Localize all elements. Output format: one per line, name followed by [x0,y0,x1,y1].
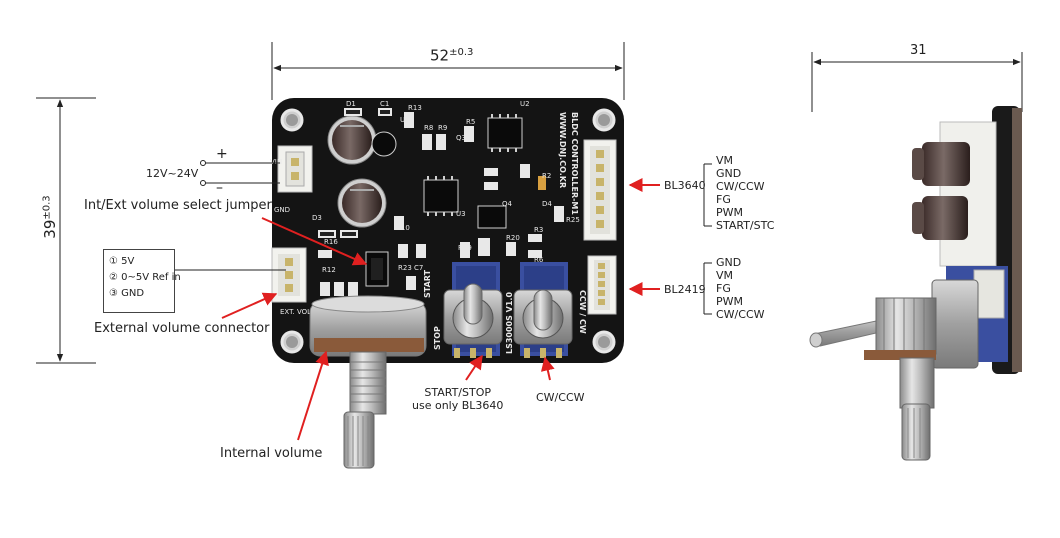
jumper-block [365,251,389,287]
svg-text:R13: R13 [408,104,422,112]
bl2419-pin-5: CW/CCW [716,308,765,321]
bl3640-pin-2: GND [716,167,742,180]
svg-text:D4: D4 [542,200,552,208]
bl3640-name: BL3640 [664,179,706,192]
svg-text:R10: R10 [396,224,410,232]
callout-arrows [221,178,660,441]
svg-text:R19: R19 [458,244,472,252]
width-dimension-label: 52±0.3 [430,46,473,63]
potentiometer [309,295,427,469]
power-minus-label: – [216,180,223,196]
power-voltage-label: 12V~24V [146,167,199,180]
start-stop-callout: START/STOP use only BL3640 [412,386,503,412]
svg-text:D3: D3 [312,214,322,222]
svg-text:Q4: Q4 [502,200,513,208]
start-stop-line-2: use only BL3640 [412,399,504,412]
height-dimension-label: 39±0.3 [41,179,59,255]
svg-text:LS3000S V1.0: LS3000S V1.0 [505,292,514,354]
bl3640-pin-6: START/STC [716,219,775,232]
svg-text:START: START [423,269,432,298]
svg-text:R20: R20 [506,234,520,242]
dimension-lines [36,42,1023,364]
svg-text:CCW / CW: CCW / CW [578,290,587,334]
silkscreen: D1 C1 R13 U1 R8 R9 R5 Q3 U2 R2 D4 R25 R3… [270,100,580,316]
ic-chips [371,117,523,229]
pcb-board: D1 C1 R13 U1 R8 R9 R5 Q3 U2 R2 D4 R25 R3… [270,98,624,469]
svg-text:C7: C7 [414,264,423,272]
width-value: 52 [430,46,450,65]
toggle-switch-start-stop [443,262,503,358]
bl2419-pin-2: VM [716,269,734,282]
bl2419-pin-4: PWM [716,295,744,308]
bl3640-pin-5: PWM [716,206,744,219]
svg-text:U1: U1 [400,116,410,124]
svg-text:STOP: STOP [433,326,442,350]
leader-lines [174,162,712,315]
svg-text:EXT. VOL: EXT. VOL [280,308,311,316]
power-connector [277,145,313,193]
svg-text:VIN: VIN [270,158,282,166]
ext-volume-connector-body [271,247,307,303]
height-tolerance: ±0.3 [41,195,53,220]
capacitor-c2 [327,115,377,165]
capacitor-c4 [337,178,387,228]
bl3640-pin-list: VM GND CW/CCW FG PWM START/STC [716,154,774,232]
smd-components [318,108,564,296]
bl2419-pin-1: GND [716,256,742,269]
svg-text:C1: C1 [380,100,389,108]
svg-text:BLDC CONTROLLER-M1: BLDC CONTROLLER-M1 [570,112,579,215]
ext-pin-3: ③ GND [109,288,145,299]
side-capacitor-2 [912,196,968,240]
svg-text:R3: R3 [534,226,543,234]
bl3640-pin-1: VM [716,154,734,167]
side-width-label: 31 [910,43,927,58]
bl2419-pin-list: GND VM FG PWM CW/CCW [716,256,765,321]
svg-text:U2: U2 [520,100,530,108]
bl3640-connector [583,139,617,241]
svg-text:WWW.DNJ.CO.KR: WWW.DNJ.CO.KR [558,112,567,188]
ext-pin-box: ① 5V ② 0~5V Ref in ③ GND [103,249,181,313]
power-plus-label: + [216,146,228,162]
jumper-callout: Int/Ext volume select jumper [84,198,272,213]
toggle-switch-cw-ccw [513,262,573,358]
svg-text:R8: R8 [424,124,433,132]
start-stop-line-1: START/STOP [424,386,492,399]
bl3640-pin-4: FG [716,193,731,206]
svg-text:GND: GND [274,206,290,214]
side-view [809,106,1022,461]
svg-text:R2: R2 [542,172,551,180]
bl3640-pin-3: CW/CCW [716,180,765,193]
bl2419-connector [587,255,617,315]
ext-pin-2: ② 0~5V Ref in [109,272,181,283]
ext-connector-callout: External volume connector [94,321,270,336]
svg-text:D1: D1 [346,100,356,108]
svg-text:Q3: Q3 [456,134,466,142]
bl2419-pin-3: FG [716,282,731,295]
svg-text:R25: R25 [566,216,580,224]
height-value: 39 [41,219,59,239]
svg-text:R6: R6 [534,256,544,264]
svg-text:R23: R23 [398,264,412,272]
cw-ccw-callout: CW/CCW [536,391,585,404]
width-tolerance: ±0.3 [449,47,474,58]
svg-text:R5: R5 [466,118,475,126]
internal-volume-callout: Internal volume [220,446,323,461]
svg-text:R9: R9 [438,124,447,132]
svg-text:U3: U3 [456,210,466,218]
svg-text:R12: R12 [322,266,336,274]
side-capacitor-1 [912,142,970,186]
ext-pin-1: ① 5V [109,256,135,267]
svg-text:R16: R16 [324,238,338,246]
bl2419-name: BL2419 [664,283,706,296]
